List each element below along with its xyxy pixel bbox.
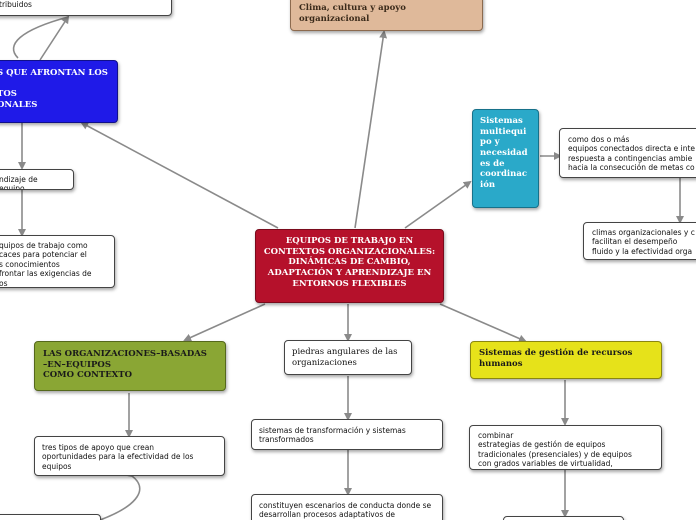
node-piedras-angulares[interactable]: piedras angulares de las organizaciones — [284, 340, 412, 375]
link-central-organizaciones — [183, 303, 266, 342]
link-central-multiequipo — [404, 180, 472, 229]
node-desafios-equipos[interactable]: S QUE AFRONTAN LOS TOS ONALES — [0, 60, 118, 123]
node-equipos-trabajo[interactable]: quipos de trabajo como caces para potenc… — [0, 235, 115, 288]
node-sistemas-multiequipo[interactable]: Sistemas multiequi po y necesidad es de … — [472, 109, 539, 208]
link-central-blue — [80, 122, 279, 229]
node-sistemas-transformacion[interactable]: sistemas de transformación y sistemas tr… — [251, 419, 443, 450]
node-central-topic[interactable]: EQUIPOS DE TRABAJO EN CONTEXTOS ORGANIZA… — [255, 229, 444, 303]
node-como-dos-equipos[interactable]: como dos o más equipos conectados direct… — [559, 128, 696, 178]
node-organizaciones-basadas[interactable]: LAS ORGANIZACIONES–BASADAS –EN–EQUIPOS C… — [34, 341, 226, 391]
node-climas-organizacionales[interactable]: climas organizacionales y c facilitan el… — [583, 222, 696, 260]
node-aprendizaje-equipo[interactable]: ndizaje de equipo — [0, 169, 74, 190]
link-blue-top — [39, 15, 70, 61]
node-top-left-partial[interactable]: tribuidos — [0, 0, 172, 16]
node-combinar-estrategias[interactable]: combinar estrategias de gestión de equip… — [469, 425, 662, 470]
link-central-clima — [354, 30, 388, 229]
node-escenarios-conducta[interactable]: constituyen escenarios de conducta donde… — [251, 494, 443, 520]
link-tres-bottom-curve — [99, 469, 141, 520]
node-gestion-recursos-humanos[interactable]: Sistemas de gestión de recursos humanos — [470, 341, 662, 379]
node-bottom-left-partial[interactable] — [0, 514, 101, 520]
link-top-blue-curve — [12, 16, 69, 59]
link-central-rrhh — [439, 303, 527, 343]
node-bottom-right-partial[interactable] — [503, 516, 624, 520]
node-clima-cultura[interactable]: Clima, cultura y apoyo organizacional — [290, 0, 483, 31]
node-tres-tipos-apoyo[interactable]: tres tipos de apoyo que crean oportunida… — [34, 436, 225, 476]
